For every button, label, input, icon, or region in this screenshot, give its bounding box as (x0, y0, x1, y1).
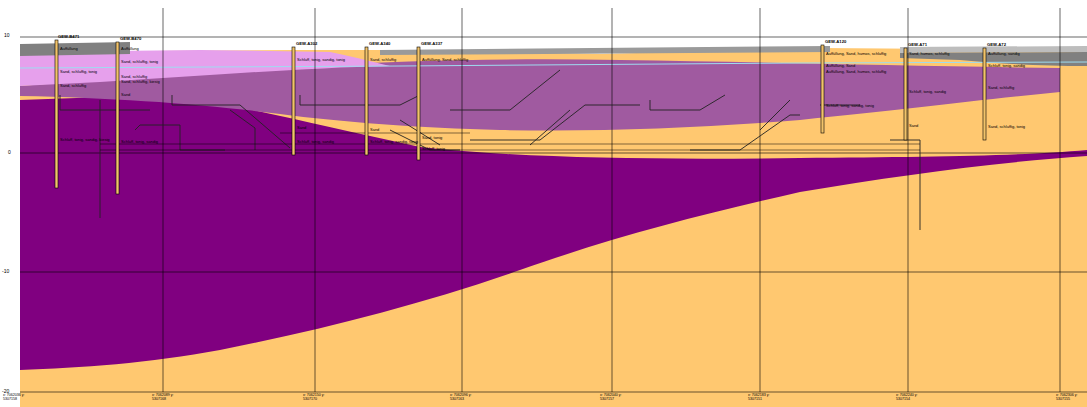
soil-description: Schluff, tonig, sandig, tonig (826, 104, 874, 108)
coordinate-label: x: 7062036 y: 5307158 (3, 394, 29, 402)
soil-description: Auffüllung, sandig (988, 52, 1020, 56)
axis-value: -10 (2, 269, 9, 275)
soil-description: Sand, humos, schluffig (909, 52, 949, 56)
soil-description: Sand (121, 93, 130, 97)
soil-description: Schluff, tonig (422, 147, 445, 151)
pipe-lines (60, 70, 920, 230)
topsoil-layer (380, 46, 830, 55)
soil-description: Sand, schluffig (121, 75, 147, 79)
soil-description: Sand, schluffig, tonig (121, 60, 158, 64)
coordinate-label: x: 7062240 y: 5307154 (896, 394, 922, 402)
soil-description: Schluff, tonig, sandig, tonig (370, 140, 418, 144)
soil-description: Auffüllung, Sand, humos, schluffig (826, 70, 886, 74)
coordinate-label: x: 7062306 y: 5307155 (1056, 394, 1082, 402)
borehole-name: GEW-B470 (120, 37, 141, 42)
borehole (55, 40, 986, 194)
soil-description: Auffüllung (60, 47, 78, 51)
soil-description: Sand (370, 128, 379, 132)
borehole-name: GEW-A337 (421, 42, 442, 47)
soil-description: Schluff, tonig, sandig (988, 64, 1025, 68)
borehole-name: GEW-B471 (58, 35, 79, 40)
soil-description: Sand, tonig (422, 136, 442, 140)
coordinate-label: x: 7062096 y: 5307163 (450, 394, 476, 402)
borehole-name: GEW-A72 (987, 43, 1006, 48)
section-lines (100, 133, 920, 150)
soil-description: Sand, schluffig, tonig (60, 70, 97, 74)
groundwater-line (20, 62, 1087, 68)
soil-description: Schluff, tonig, sandig (297, 140, 334, 144)
soil-description: Schluff, tonig, sandig (121, 140, 158, 144)
borehole-name: GEW-A302 (296, 42, 317, 47)
coordinate-label: x: 7062089 y: 5307168 (152, 394, 178, 402)
soil-description: Sand, schluffig (60, 84, 86, 88)
soil-description: Auffüllung, Sand, humos, schluffig (826, 52, 886, 56)
soil-description: Auffüllung (121, 47, 139, 51)
soil-description: Sand, schluffig, kiesig (121, 80, 160, 84)
soil-description: Auffüllung, Sand, schluffig (422, 58, 468, 62)
borehole-name: GEW-A120 (825, 40, 846, 45)
soil-description: Sand, schluffig (370, 58, 396, 62)
clay-layer (20, 97, 1087, 370)
soil-description: Schluff, tonig, sandig, tonig (297, 58, 345, 62)
coordinate-label: x: 7062150 y: 5307170 (303, 394, 329, 402)
soil-description: Auffüllung, Sand (826, 64, 855, 68)
soil-description: Sand, schluffig, tonig (988, 125, 1025, 129)
coordinate-label: x: 7062183 y: 5307151 (748, 394, 774, 402)
coordinate-label: x: 7062040 y: 5307157 (600, 394, 626, 402)
soil-description: Schluff, tonig, sandig, kiesig (60, 138, 110, 142)
soil-description: Sand (909, 124, 918, 128)
borehole-name: GEW-A340 (369, 42, 390, 47)
grid (20, 8, 1087, 392)
soil-description: Schluff, tonig, sandig (909, 90, 946, 94)
soil-description: Sand (297, 126, 306, 130)
soil-description: Sand, schluffig (988, 86, 1014, 90)
borehole-name: GEW-A71 (908, 43, 927, 48)
topsoil-layer (20, 42, 130, 56)
axis-value: 10 (4, 33, 10, 39)
axis-value: 0 (8, 150, 11, 156)
sand-layer (20, 48, 1087, 407)
